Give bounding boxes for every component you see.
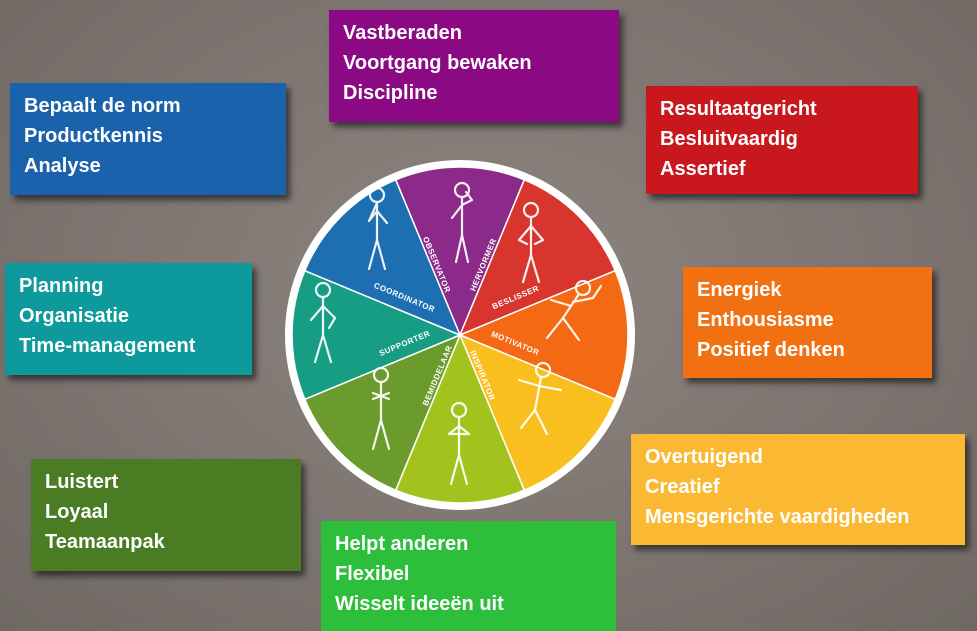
observator-line-1: Bepaalt de norm (24, 95, 181, 117)
bemiddelaar-box: Helpt anderen Flexibel Wisselt ideeën ui… (321, 521, 616, 631)
motivator-box: Energiek Enthousiasme Positief denken (683, 267, 932, 378)
segment-inspirator (458, 333, 617, 492)
coordinator-box: Planning Organisatie Time-management (5, 263, 252, 375)
team-roles-wheel: HERVORMER BESLISSER MOTIVATOR INSPIRATOR… (285, 160, 635, 510)
figure-hervormer-icon (450, 181, 474, 264)
motivator-line-1: Energiek (697, 279, 782, 301)
segment-beslisser (458, 178, 617, 337)
supporter-line-1: Luistert (45, 471, 119, 493)
figure-bemiddelaar-icon (447, 401, 471, 486)
supporter-box: Luistert Loyaal Teamaanpak (31, 459, 301, 571)
beslisser-line-3: Assertief (660, 158, 746, 180)
hervormer-line-2: Voortgang bewaken (343, 52, 532, 74)
coordinator-line-2: Organisatie (19, 305, 130, 327)
observator-line-3: Analyse (24, 155, 101, 177)
observator-line-2: Productkennis (24, 125, 163, 147)
figure-coordinator-icon (309, 281, 337, 364)
figure-supporter-icon (371, 366, 391, 451)
figure-observator-icon (367, 186, 389, 271)
beslisser-line-2: Besluitvaardig (660, 128, 798, 150)
bemiddelaar-line-3: Wisselt ideeën uit (335, 593, 504, 615)
segment-motivator (458, 269, 629, 401)
beslisser-box: Resultaatgericht Besluitvaardig Assertie… (646, 86, 918, 194)
inspirator-line-3: Mensgerichte vaardigheden (645, 506, 910, 528)
hervormer-box: Vastberaden Voortgang bewaken Discipline (329, 10, 619, 122)
supporter-line-3: Teamaanpak (45, 531, 165, 553)
motivator-line-3: Positief denken (697, 339, 845, 361)
motivator-line-2: Enthousiasme (697, 309, 834, 331)
figure-inspirator-icon (517, 361, 563, 436)
inspirator-box: Overtuigend Creatief Mensgerichte vaardi… (631, 434, 965, 545)
supporter-line-2: Loyaal (45, 501, 109, 523)
figure-motivator-icon (545, 279, 603, 342)
beslisser-line-1: Resultaatgericht (660, 98, 817, 120)
figure-beslisser-icon (517, 201, 545, 284)
inspirator-line-1: Overtuigend (645, 446, 763, 468)
role-figures (309, 181, 603, 486)
coordinator-line-3: Time-management (19, 335, 196, 357)
hervormer-line-3: Discipline (343, 82, 438, 104)
hervormer-line-1: Vastberaden (343, 22, 462, 44)
inspirator-line-2: Creatief (645, 476, 720, 498)
bemiddelaar-line-2: Flexibel (335, 563, 410, 585)
observator-box: Bepaalt de norm Productkennis Analyse (10, 83, 286, 195)
bemiddelaar-line-1: Helpt anderen (335, 533, 469, 555)
coordinator-line-1: Planning (19, 275, 104, 297)
segment-hervormer (394, 166, 526, 337)
segment-supporter (303, 333, 462, 492)
segment-coordinator (291, 269, 462, 401)
